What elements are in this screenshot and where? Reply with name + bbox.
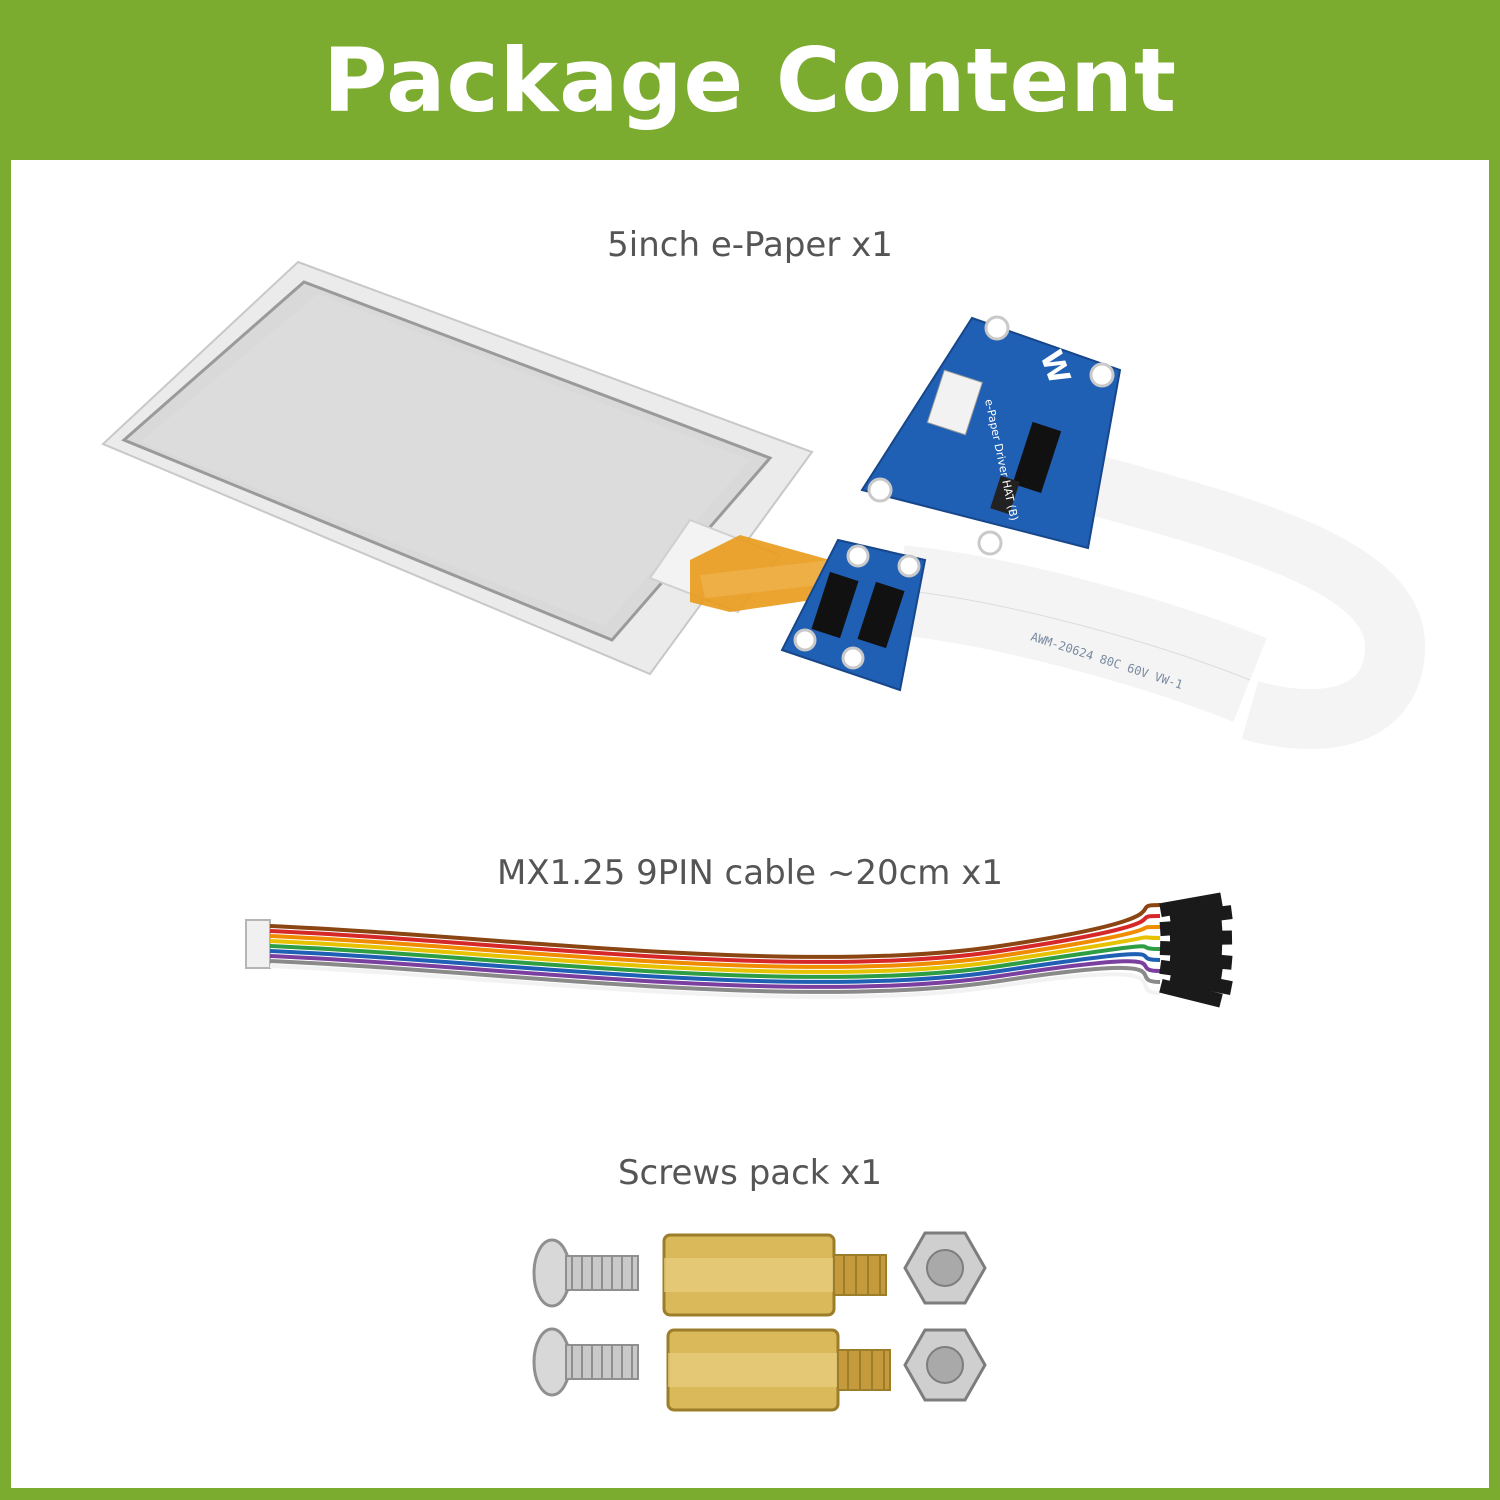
mx125-cable <box>245 892 1233 1008</box>
dupont-connector <box>1159 978 1223 1008</box>
wire <box>269 954 1161 989</box>
screw-2 <box>532 1327 639 1397</box>
page-title: Package Content <box>322 28 1178 132</box>
dupont-connectors <box>1159 892 1233 1008</box>
wire <box>269 903 1161 959</box>
cable-wires <box>269 903 1161 999</box>
wire <box>269 959 1161 994</box>
standoff-2 <box>666 1328 891 1412</box>
standoff-1 <box>662 1233 887 1317</box>
screw-1 <box>532 1238 639 1308</box>
wire <box>269 944 1161 979</box>
wire <box>269 924 1161 969</box>
caption-cable: MX1.25 9PIN cable ~20cm x1 <box>497 853 1003 893</box>
screws-pack <box>532 1231 987 1412</box>
hex-nut-1 <box>903 1231 987 1305</box>
wire <box>269 914 1161 964</box>
hex-nut-2 <box>903 1328 987 1402</box>
adapter-board <box>780 538 927 692</box>
dupont-connector <box>1169 930 1233 946</box>
caption-screws: Screws pack x1 <box>617 1153 883 1193</box>
epaper-display <box>101 260 814 676</box>
driver-hat-board: W e-Paper Driver HAT (B) <box>860 315 1122 556</box>
dupont-connector <box>1169 969 1233 995</box>
caption-epaper: 5inch e-Paper x1 <box>607 225 893 265</box>
wire <box>269 964 1161 999</box>
fpc-flex-cable <box>690 535 830 612</box>
wire <box>269 935 1161 974</box>
dupont-connector <box>1159 892 1223 918</box>
header-banner: Package Content <box>0 0 1500 160</box>
wire <box>269 949 1161 984</box>
mx-connector <box>245 919 271 969</box>
